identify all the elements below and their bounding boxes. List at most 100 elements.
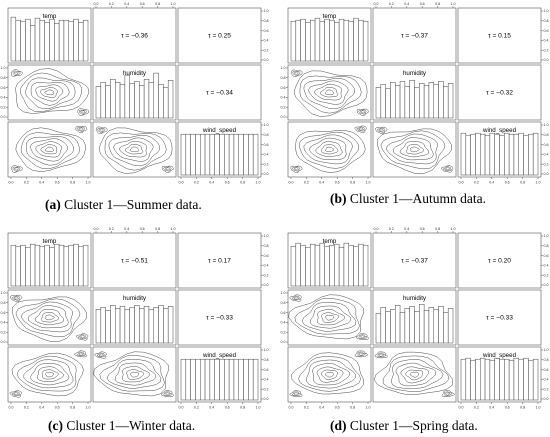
left-tick-label: 0.0 [281, 340, 286, 344]
left-tick-label: 0.0 [1, 115, 6, 119]
bottom-tick-label: 0.2 [304, 406, 309, 410]
density-contour [291, 295, 301, 301]
bottom-tick-label: 1.0 [366, 406, 371, 410]
histogram-bar [139, 85, 145, 119]
histogram-bar [68, 20, 74, 62]
histogram-bar [190, 358, 196, 401]
histogram-bar [68, 244, 74, 287]
histogram-bar [54, 23, 60, 62]
histogram-bar [419, 83, 425, 119]
histogram-bar [489, 132, 495, 176]
top-tick-label: 0.6 [420, 227, 425, 231]
histogram-bar [63, 19, 69, 62]
cell-frame [457, 232, 542, 289]
tau-value-humidity_wind_speed: τ = −0.32 [486, 90, 513, 97]
histogram-bar [163, 308, 169, 344]
bottom-tick-label: 0.0 [9, 406, 14, 410]
density-contour [360, 110, 365, 114]
histogram-bar [494, 357, 500, 401]
density-contour [30, 363, 70, 386]
histogram-bar [528, 359, 534, 401]
histogram-bar [190, 133, 196, 176]
right-tick-label: 0.2 [264, 273, 269, 277]
bottom-tick-label: 1.0 [86, 406, 91, 410]
caption-label-b: (b) [330, 191, 347, 206]
density-contour [10, 294, 23, 302]
histogram-bar [167, 306, 174, 344]
histogram-bar [124, 74, 130, 119]
histogram-bar [358, 243, 364, 287]
pairs-cell: temp [7, 7, 92, 64]
left-tick-label: 1.0 [281, 291, 286, 295]
density-contour [76, 351, 86, 357]
density-contour [309, 305, 352, 329]
right-tick-label: 0.6 [264, 254, 269, 258]
right-tick-label: 0.6 [264, 368, 269, 372]
left-tick-label: 0.4 [1, 321, 6, 325]
density-contour [96, 352, 106, 358]
cell-frame [457, 346, 542, 403]
right-tick-label: 0.4 [544, 378, 549, 382]
bottom-tick-label: 0.0 [459, 406, 464, 410]
right-tick-label: 1.0 [544, 348, 549, 352]
pairs-cell: τ = −0.33 [177, 289, 262, 346]
density-contour [94, 351, 107, 359]
left-tick-label: 0.8 [281, 76, 286, 80]
top-tick-label: 0.8 [435, 2, 440, 6]
histogram-bar [300, 18, 306, 62]
right-tick-label: 0.4 [544, 264, 549, 268]
left-tick-label: 1.0 [281, 66, 286, 70]
histogram-bar [385, 88, 391, 119]
cell-frame [372, 346, 457, 403]
histogram-bar [20, 244, 26, 287]
histogram-bar [34, 244, 41, 287]
density-contour [301, 302, 357, 332]
density-contour [15, 68, 90, 114]
density-contour [443, 166, 452, 171]
density-contour [293, 71, 299, 75]
histogram-bar [419, 303, 425, 344]
density-contour [40, 312, 60, 323]
pairs-cell [287, 121, 372, 178]
cell-frame [7, 121, 92, 178]
histogram-bar [465, 357, 471, 401]
right-tick-label: 0.0 [264, 283, 269, 287]
histogram-bar [348, 20, 354, 62]
bottom-tick-label: 0.0 [9, 181, 14, 185]
density-contour [320, 87, 339, 98]
density-contour [355, 333, 369, 340]
left-tick-label: 0.6 [281, 86, 286, 90]
density-contour [392, 137, 434, 161]
histogram-bar [428, 82, 434, 119]
density-contour [15, 127, 86, 172]
cell-frame [287, 121, 372, 178]
top-tick-label: 0.4 [124, 2, 129, 6]
density-contour [119, 140, 147, 158]
histogram-bar [73, 18, 79, 62]
caption-text-b: Cluster 1—Autumn data. [349, 191, 486, 206]
histogram-bar [54, 243, 60, 287]
bottom-tick-label: 0.4 [489, 406, 494, 410]
left-tick-label: 0.4 [1, 96, 6, 100]
density-contour [324, 89, 335, 96]
histogram-bar [82, 19, 89, 62]
right-tick-label: 1.0 [544, 9, 549, 13]
density-contour [375, 126, 388, 134]
density-contour [289, 294, 302, 302]
density-contour [163, 391, 173, 396]
pairs-cell: τ = 0.20 [457, 232, 542, 289]
top-tick-label: 0.8 [155, 2, 160, 6]
right-tick-label: 1.0 [264, 234, 269, 238]
density-contour [35, 84, 64, 102]
histogram-bar [248, 133, 254, 176]
density-contour [379, 353, 384, 357]
density-contour [126, 369, 145, 380]
histogram-bar [34, 17, 41, 62]
histogram-bar [353, 17, 359, 62]
density-contour [78, 352, 84, 356]
caption-text-a: Cluster 1—Summer data. [64, 197, 202, 212]
histogram-bar [465, 134, 471, 176]
histogram-bar [443, 312, 449, 344]
